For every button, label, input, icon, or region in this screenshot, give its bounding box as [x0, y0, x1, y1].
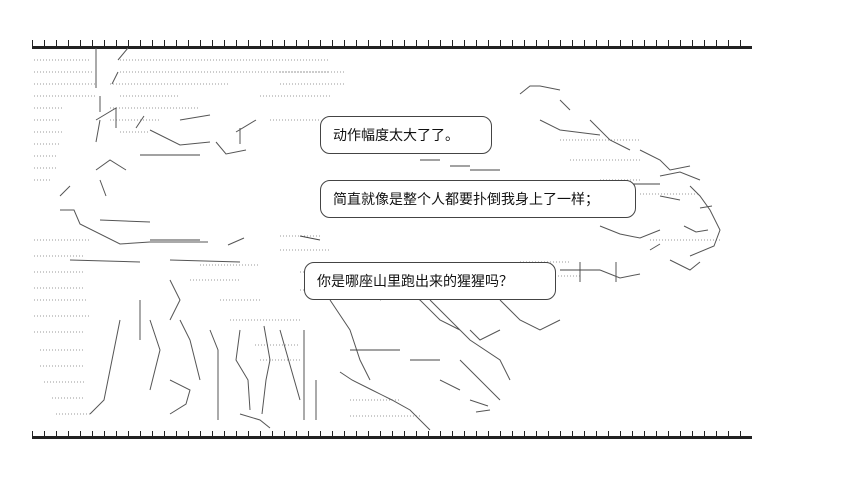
speech-bubble-third-text: 你是哪座山里跑出来的猩猩吗？ [317, 274, 513, 290]
top-rule-ticks [32, 40, 752, 48]
speech-bubble-third: 你是哪座山里跑出来的猩猩吗？ [304, 262, 556, 300]
figure-strokes [59, 47, 721, 431]
top-rule [32, 46, 752, 49]
speech-bubble-second-text: 简直就像是整个人都要扑倒我身上了一样； [333, 192, 599, 208]
speech-bubble-first-text: 动作幅度太大了了。 [333, 128, 459, 144]
bottom-rule-ticks [32, 431, 752, 439]
speech-bubble-first: 动作幅度太大了了。 [320, 116, 492, 154]
speech-bubble-second: 简直就像是整个人都要扑倒我身上了一样； [320, 180, 636, 218]
left-shading [34, 59, 720, 417]
bottom-rule [32, 436, 752, 439]
